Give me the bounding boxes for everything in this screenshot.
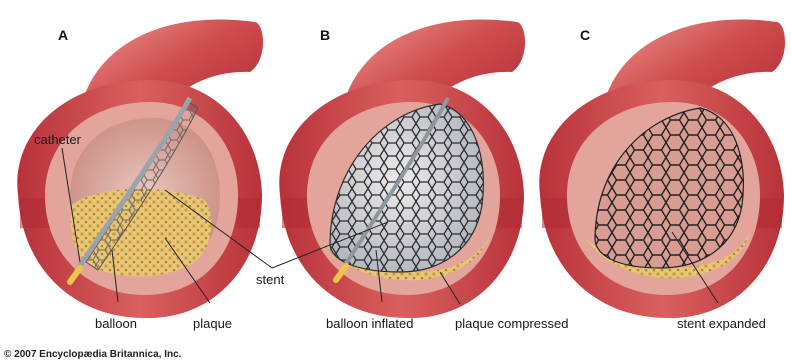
label-catheter: catheter: [34, 132, 82, 147]
label-stent: stent: [256, 272, 285, 287]
panel-c: [539, 19, 785, 318]
panel-a-letter: A: [58, 27, 68, 43]
panel-b: [279, 19, 525, 318]
label-stent-expanded: stent expanded: [677, 316, 766, 331]
panel-b-letter: B: [320, 27, 330, 43]
panel-c-letter: C: [580, 27, 590, 43]
label-plaque: plaque: [193, 316, 232, 331]
label-balloon: balloon: [95, 316, 137, 331]
label-plaque-compressed: plaque compressed: [455, 316, 568, 331]
label-balloon-inflated: balloon inflated: [326, 316, 413, 331]
copyright-credit: © 2007 Encyclopædia Britannica, Inc.: [4, 349, 182, 360]
panel-a: [17, 19, 263, 318]
